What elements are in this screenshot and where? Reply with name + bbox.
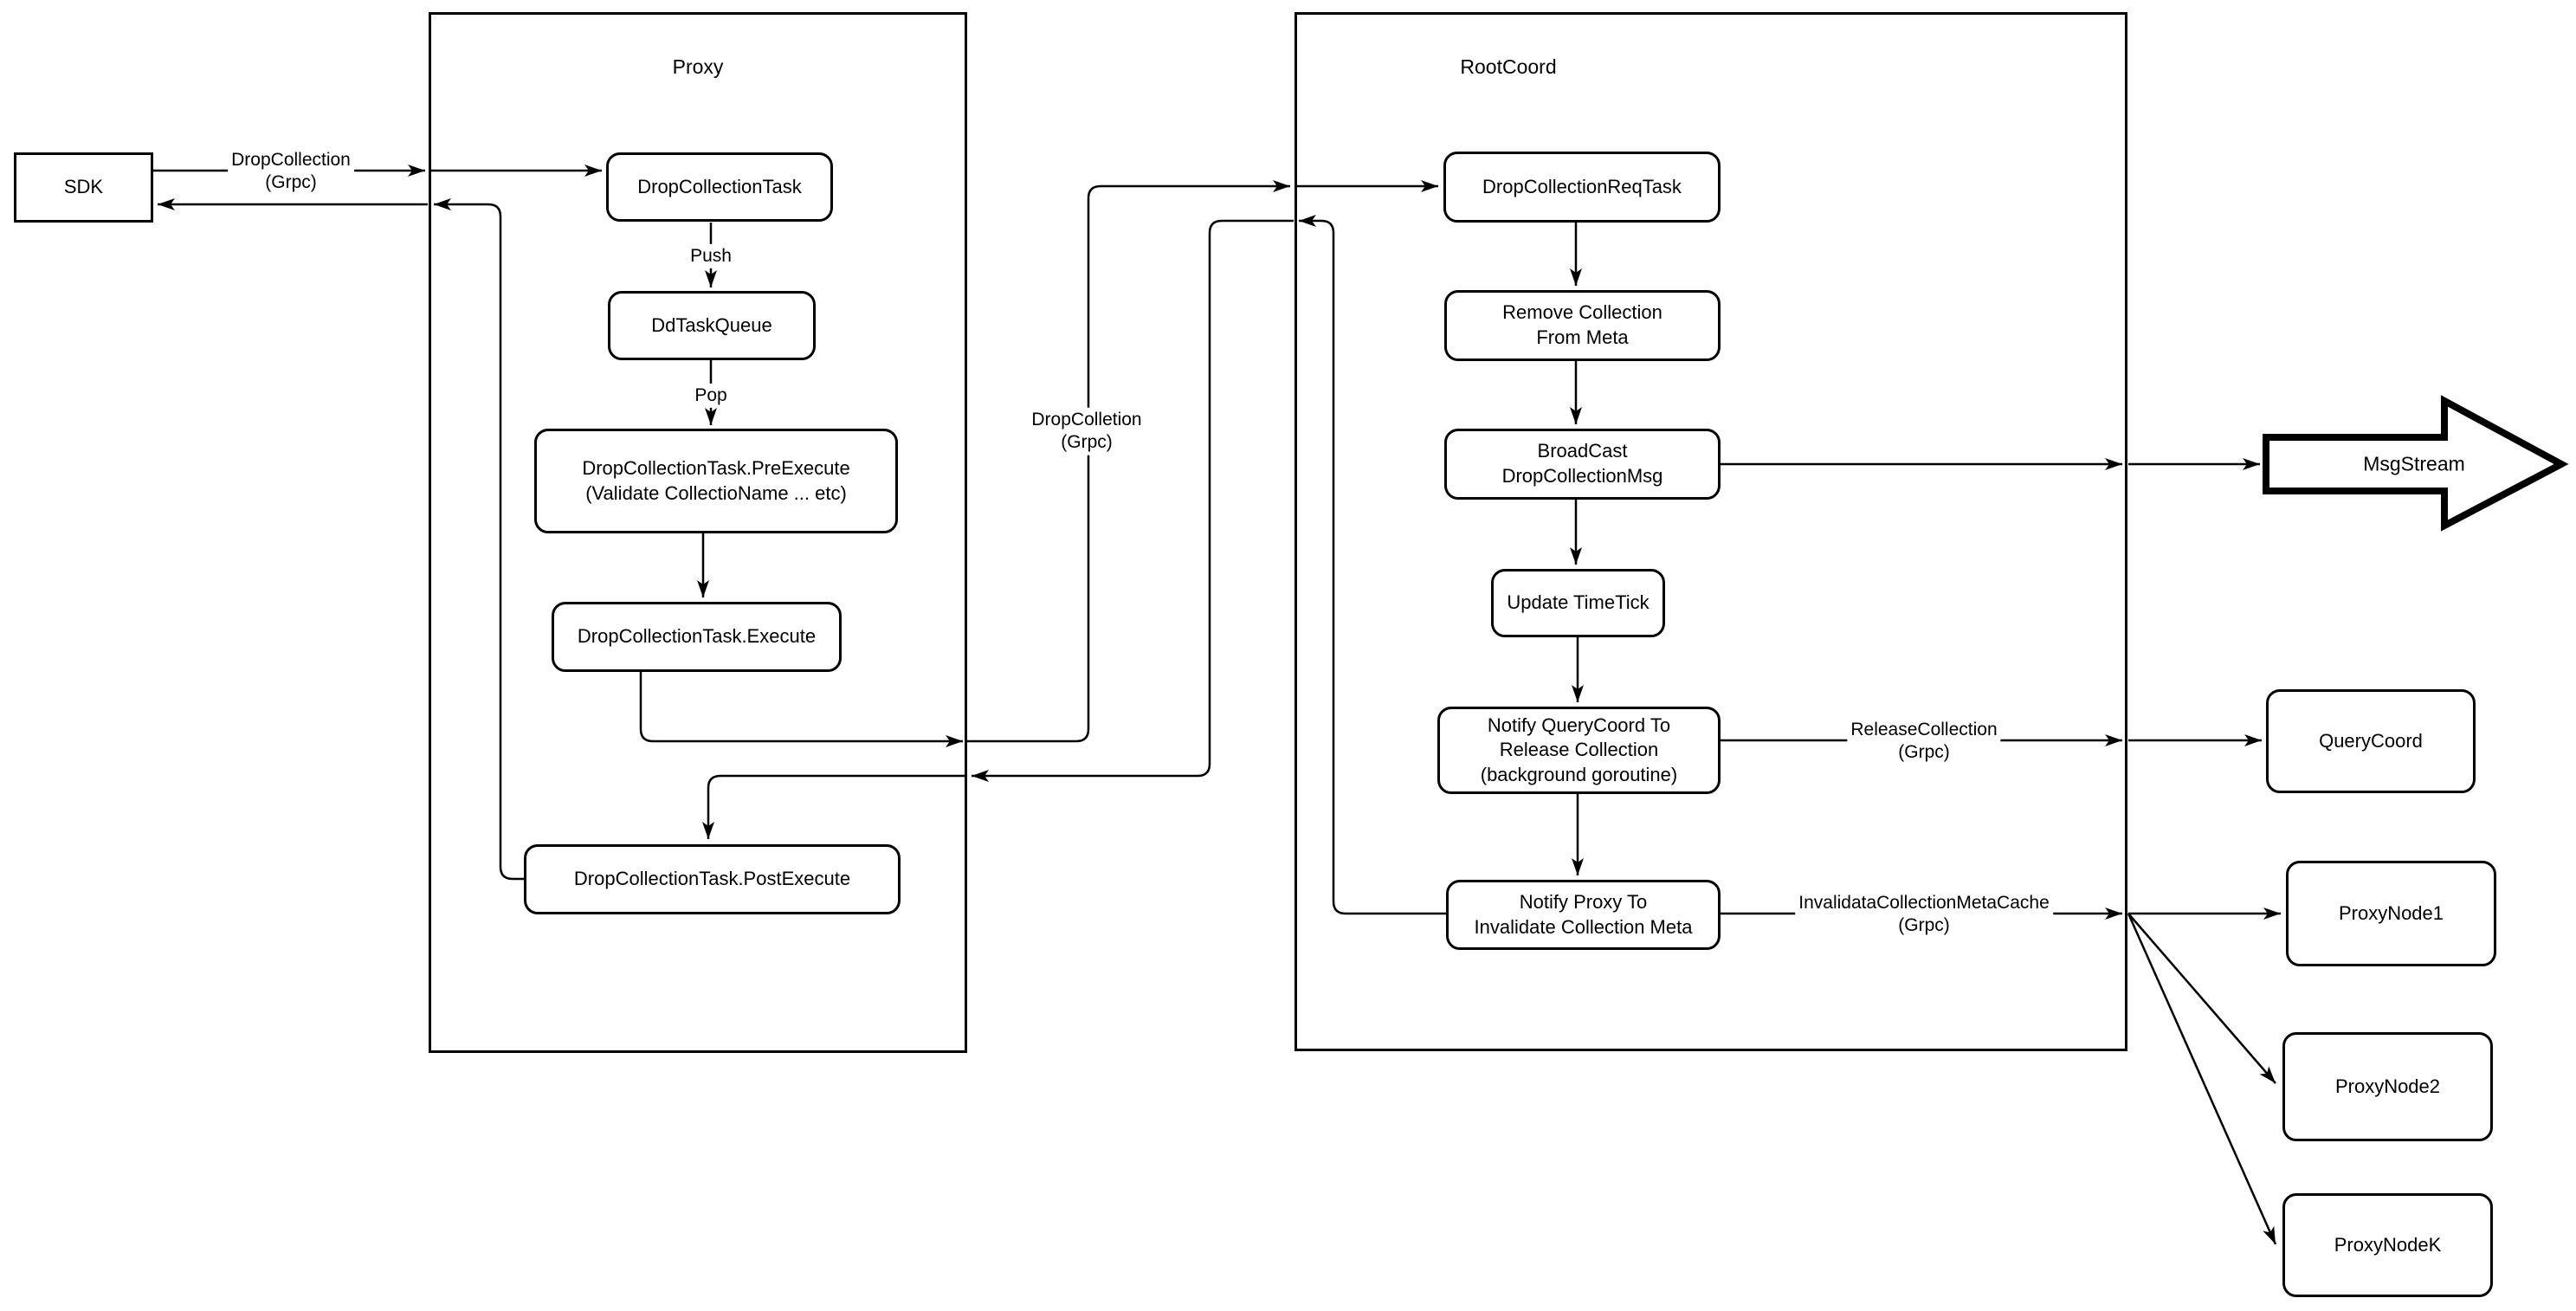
node-dropcollectionreqtask: DropCollectionReqTask xyxy=(1443,152,1721,223)
label-releasecollection-grpc: ReleaseCollection (Grpc) xyxy=(1847,717,2001,765)
node-preexecute: DropCollectionTask.PreExecute (Validate … xyxy=(534,429,898,533)
proxy-container xyxy=(429,12,967,1053)
node-sdk: SDK xyxy=(14,152,153,223)
node-dropcollectiontask: DropCollectionTask xyxy=(606,152,833,222)
node-removecollectionfrommeta: Remove Collection From Meta xyxy=(1444,290,1721,361)
rootcoord-container xyxy=(1294,12,2127,1051)
edge-notifyproxy-left-up xyxy=(1299,215,1446,915)
node-notifyproxy: Notify Proxy To Invalidate Collection Me… xyxy=(1446,880,1721,950)
node-broadcastdropcollectionmsg: BroadCast DropCollectionMsg xyxy=(1444,429,1721,500)
proxy-container-title: Proxy xyxy=(672,55,724,78)
node-proxynode2: ProxyNode2 xyxy=(2282,1032,2493,1141)
node-execute: DropCollectionTask.Execute xyxy=(552,602,842,672)
node-updatetimetick: Update TimeTick xyxy=(1491,569,1665,637)
node-proxynodek: ProxyNodeK xyxy=(2282,1193,2493,1297)
edge-gap-up-to-rootcoord xyxy=(967,180,1290,743)
node-querycoord: QueryCoord xyxy=(2266,689,2476,793)
edge-to-proxynode2 xyxy=(2127,913,2276,1084)
edge-proxy-return-to-postexecute xyxy=(702,774,966,839)
node-proxynode1: ProxyNode1 xyxy=(2286,861,2496,966)
msgstream-label: MsgStream xyxy=(2363,452,2465,475)
label-pop: Pop xyxy=(691,383,731,409)
node-postexecute: DropCollectionTask.PostExecute xyxy=(524,844,901,914)
edge-execute-to-proxy-edge xyxy=(639,672,963,747)
msgstream-shape xyxy=(2263,395,2569,532)
label-dropcollection-grpc-sdk: DropCollection (Grpc) xyxy=(228,147,354,196)
node-ddtaskqueue: DdTaskQueue xyxy=(608,291,816,360)
label-dropcolletion-grpc-mid: DropColletion (Grpc) xyxy=(1028,407,1146,455)
node-notifyquerycoord: Notify QueryCoord To Release Collection … xyxy=(1437,707,1721,794)
edge-to-proxynodek xyxy=(2127,913,2277,1245)
rootcoord-container-title: RootCoord xyxy=(1460,55,1557,78)
edge-gap-down-to-proxy xyxy=(972,219,1294,782)
label-push: Push xyxy=(687,243,735,269)
edge-postexecute-to-proxy-edge xyxy=(434,198,524,881)
label-invalidatacollectionmetacache-grpc: InvalidataCollectionMetaCache (Grpc) xyxy=(1795,890,2053,939)
